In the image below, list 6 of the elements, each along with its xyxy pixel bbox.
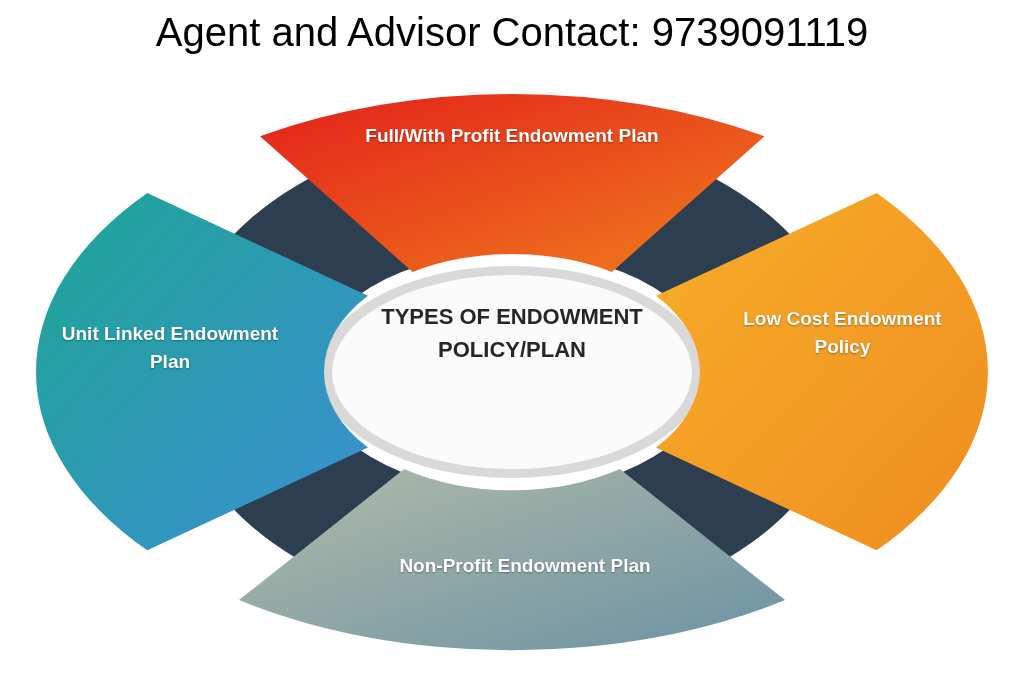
segment-label: Full/With Profit Endowment Plan — [364, 124, 660, 148]
segment-label: Low Cost Endowment Policy — [742, 307, 943, 359]
segment-label: Unit Linked Endowment Plan — [60, 322, 280, 374]
heading: Agent and Advisor Contact: 9739091119 — [155, 10, 869, 55]
segment-label: Non-Profit Endowment Plan — [398, 554, 652, 578]
center-label: TYPES OF ENDOWMENT POLICY/PLAN — [380, 303, 644, 364]
